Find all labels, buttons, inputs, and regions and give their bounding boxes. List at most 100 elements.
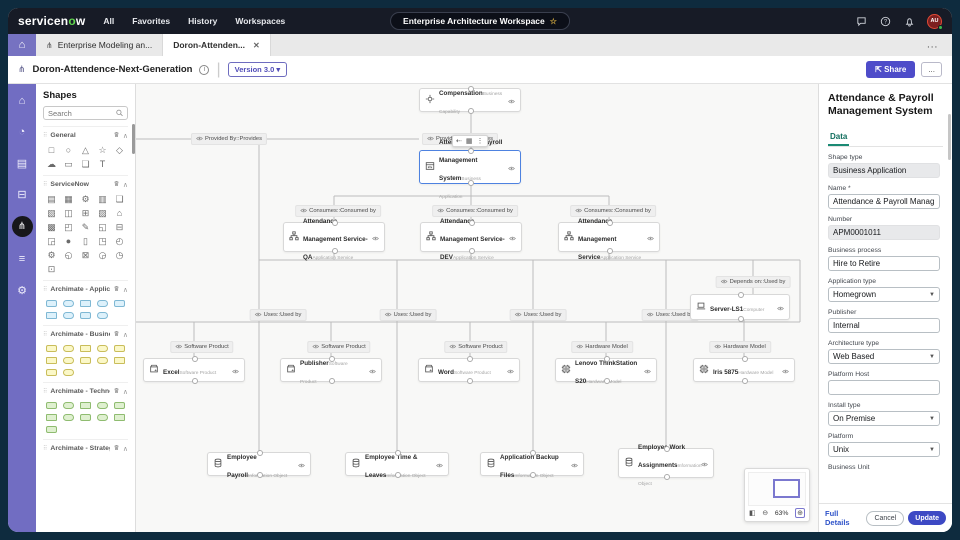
shape-item[interactable]: ▩ — [47, 222, 56, 232]
delete-section-icon[interactable] — [113, 131, 120, 140]
edge-label[interactable]: Provided By::Provides — [190, 133, 268, 145]
eye-icon[interactable] — [508, 91, 515, 109]
drag-handle-icon[interactable]: ⠿ — [43, 446, 48, 452]
tab-data[interactable]: Data — [828, 130, 850, 147]
shape-item[interactable]: ◇ — [116, 145, 123, 155]
shape-item[interactable]: T — [99, 159, 106, 169]
shape-item[interactable] — [80, 345, 91, 352]
collapse-section-icon[interactable]: ∧ — [122, 331, 128, 339]
node-lenovo-thinkstation-s20[interactable]: Lenovo ThinkStation S20Hardware Model — [555, 356, 657, 385]
favorite-star-icon[interactable]: ☆ — [549, 16, 557, 26]
shape-item[interactable] — [63, 369, 74, 376]
notifications-icon[interactable] — [903, 15, 915, 27]
node-application-backup-files[interactable]: Application Backup FilesInformation Obje… — [480, 450, 584, 479]
shape-item[interactable] — [46, 402, 57, 409]
zoom-in-icon[interactable]: ⊕ — [795, 508, 805, 518]
shape-item[interactable] — [46, 345, 57, 352]
shape-item[interactable]: ◴ — [115, 236, 124, 246]
edge-label[interactable]: Software Product — [170, 341, 234, 353]
shape-item[interactable] — [114, 357, 125, 364]
section-header-archimate-application-l[interactable]: ⠿Archimate - Application l...∧ — [43, 280, 128, 297]
eye-icon[interactable] — [701, 454, 708, 472]
shape-item[interactable]: ▧ — [47, 208, 56, 218]
shape-item[interactable] — [114, 414, 125, 421]
shape-item[interactable] — [46, 357, 57, 364]
shape-item[interactable]: ▭ — [64, 159, 73, 169]
eye-icon[interactable] — [644, 361, 651, 379]
share-button[interactable]: ⇱ Share — [866, 61, 916, 78]
shape-item[interactable] — [114, 345, 125, 352]
edge-label[interactable]: Hardware Model — [571, 341, 633, 353]
node-attendance-payroll-management-system[interactable]: Attendance & Payroll Management SystemBu… — [419, 139, 521, 200]
delete-section-icon[interactable] — [113, 285, 120, 294]
shape-item[interactable] — [63, 402, 74, 409]
shape-item[interactable]: ❏ — [81, 159, 90, 169]
shape-item[interactable] — [46, 312, 57, 319]
eye-icon[interactable] — [782, 361, 789, 379]
node-employee-payroll[interactable]: Employee PayrollInformation Object — [207, 450, 311, 479]
section-header-general[interactable]: ⠿General∧ — [43, 126, 128, 143]
info-icon[interactable]: i — [199, 64, 210, 75]
install-type-select[interactable]: On Premise▼ — [828, 411, 940, 427]
application-type-select[interactable]: Homegrown▼ — [828, 287, 940, 303]
minimap-viewport[interactable] — [773, 479, 800, 498]
eye-icon[interactable] — [647, 228, 654, 246]
shape-item[interactable]: ◶ — [98, 250, 107, 260]
platform-host-input[interactable] — [828, 380, 940, 396]
eye-icon[interactable] — [571, 455, 578, 473]
shape-item[interactable]: △ — [82, 145, 89, 155]
shapes-search[interactable] — [43, 106, 128, 120]
shapes-search-input[interactable] — [48, 108, 116, 118]
shape-item[interactable] — [63, 357, 74, 364]
node-publisher[interactable]: PublisherSoftware Product — [280, 356, 382, 385]
shape-item[interactable] — [80, 402, 91, 409]
shape-item[interactable]: ☁ — [47, 159, 56, 169]
shape-item[interactable] — [97, 312, 108, 319]
nav-briefcase-icon[interactable]: ▤ — [16, 157, 28, 170]
shape-item[interactable]: ◱ — [98, 222, 107, 232]
architecture-type-select[interactable]: Web Based▼ — [828, 349, 940, 365]
drag-handle-icon[interactable]: ⠿ — [43, 133, 48, 139]
node-server-ls1[interactable]: Server-LS1Computer — [690, 292, 790, 322]
collapse-section-icon[interactable]: ∧ — [122, 181, 128, 189]
node-attendance-management-service-qa[interactable]: Attendance Management Service-QAApplicat… — [283, 218, 385, 261]
business-process-input[interactable] — [828, 256, 940, 272]
shape-item[interactable]: ✎ — [81, 222, 90, 232]
node-attendance-management-service[interactable]: Attendance Management ServiceApplication… — [558, 218, 660, 261]
platform-select[interactable]: Unix▼ — [828, 442, 940, 458]
delete-section-icon[interactable] — [113, 444, 120, 453]
edge-tool-icon[interactable]: ⋮ — [476, 138, 484, 145]
node-compensation[interactable]: CompensationBusiness Capability — [419, 86, 521, 115]
shape-item[interactable]: ❏ — [115, 194, 124, 204]
minimap-toggle-icon[interactable]: ◧ — [749, 510, 756, 517]
edge-label[interactable]: Depends on::Used by — [715, 276, 791, 288]
shape-item[interactable]: ☆ — [98, 145, 107, 155]
zoom-out-icon[interactable]: ⊖ — [762, 510, 769, 517]
drag-handle-icon[interactable]: ⠿ — [43, 182, 48, 188]
eye-icon[interactable] — [232, 361, 239, 379]
section-header-archimate-business-layer[interactable]: ⠿Archimate - Business layer∧ — [43, 325, 128, 342]
shape-item[interactable] — [97, 402, 108, 409]
node-employee-work-assignments[interactable]: Employee Work AssignmentsInformation Obj… — [618, 444, 714, 487]
cancel-button[interactable]: Cancel — [866, 510, 905, 526]
edge-label[interactable]: Consumes::Consumed by — [432, 205, 518, 217]
shape-item[interactable]: ▨ — [98, 208, 107, 218]
eye-icon[interactable] — [372, 228, 379, 246]
shape-item[interactable] — [80, 312, 91, 319]
shape-item[interactable]: ▥ — [98, 194, 107, 204]
edge-label[interactable]: Hardware Model — [709, 341, 771, 353]
shape-item[interactable]: ▤ — [47, 194, 56, 204]
shape-item[interactable] — [97, 345, 108, 352]
shape-item[interactable]: ◫ — [64, 208, 73, 218]
node-excel[interactable]: ExcelSoftware Product — [143, 356, 245, 384]
shape-item[interactable]: ⊟ — [115, 222, 124, 232]
shape-item[interactable] — [46, 300, 57, 307]
shape-item[interactable] — [46, 426, 57, 433]
name-input[interactable] — [828, 194, 940, 210]
edge-label[interactable]: Uses::Used by — [379, 309, 437, 321]
shape-item[interactable] — [63, 345, 74, 352]
update-button[interactable]: Update — [908, 511, 946, 525]
edge-label[interactable]: Uses::Used by — [641, 309, 699, 321]
nav-dashboard-icon[interactable]: ◔ — [18, 126, 26, 138]
